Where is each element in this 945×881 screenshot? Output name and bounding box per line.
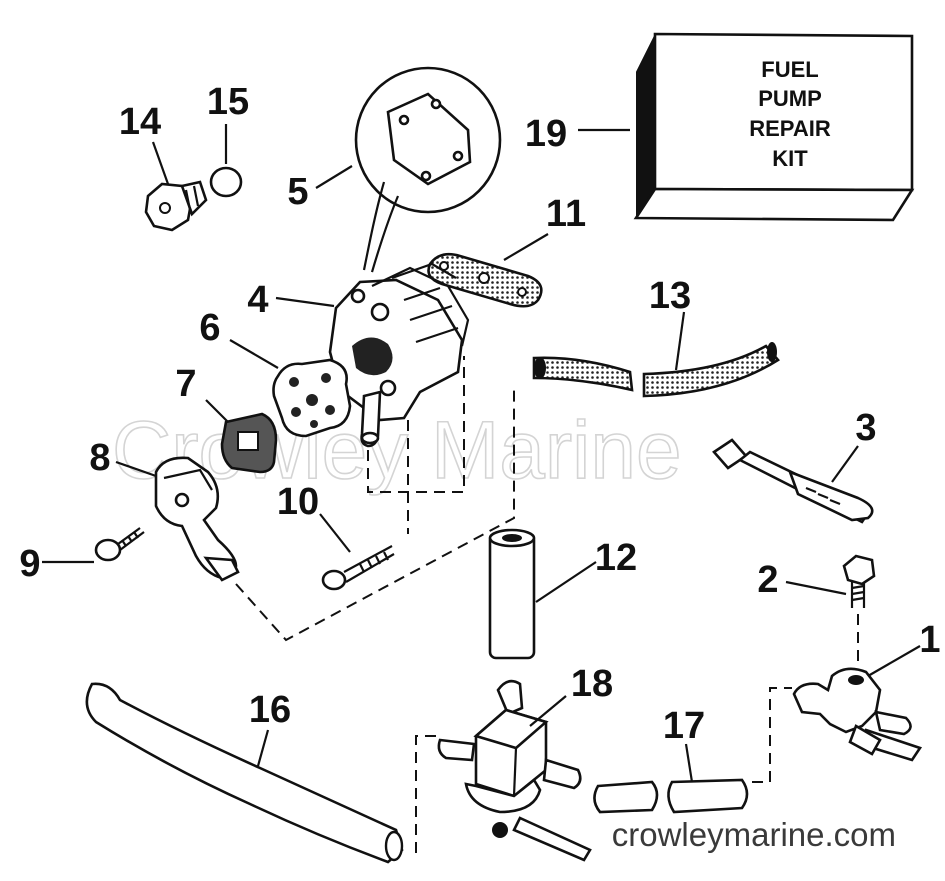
part-7-diaphragm-gasket — [220, 412, 278, 474]
kit-label-line-3: REPAIR — [749, 116, 831, 141]
kit-label-line-4: KIT — [772, 146, 808, 171]
callout-19: 19 — [525, 113, 567, 155]
leader-lines — [42, 124, 921, 783]
callout-8: 8 — [89, 437, 110, 479]
callout-17: 17 — [663, 705, 705, 747]
callout-16: 16 — [249, 689, 291, 731]
part-12-filter-sleeve — [488, 528, 536, 660]
part-14-plug — [144, 180, 208, 232]
callout-1: 1 — [919, 619, 940, 661]
part-6-valve-plate — [272, 358, 352, 438]
part-19-repair-kit-box: FUEL PUMP REPAIR KIT — [633, 32, 915, 222]
callout-2: 2 — [757, 559, 778, 601]
part-8-pump-cover — [154, 456, 240, 582]
callout-15: 15 — [207, 81, 249, 123]
part-1-shutoff-valve — [792, 667, 923, 762]
part-17-short-hoses — [593, 778, 749, 814]
part-15-check-ball — [209, 166, 243, 198]
part-3-tie-strap — [712, 438, 874, 524]
callout-14: 14 — [119, 101, 161, 143]
callout-7: 7 — [175, 363, 196, 405]
callout-12: 12 — [595, 537, 637, 579]
callout-6: 6 — [199, 307, 220, 349]
part-4-pump-body — [328, 262, 470, 448]
callout-4: 4 — [247, 279, 268, 321]
part-5-gasket-detail — [354, 66, 502, 273]
callout-9: 9 — [19, 543, 40, 585]
part-16-fuel-line — [85, 682, 404, 864]
callout-10: 10 — [277, 481, 319, 523]
callout-11: 11 — [546, 193, 586, 235]
part-9-screw — [94, 527, 145, 562]
callout-13: 13 — [649, 275, 691, 317]
callout-18: 18 — [571, 663, 613, 705]
part-18-fuel-filter — [437, 679, 592, 862]
kit-label-line-2: PUMP — [758, 86, 822, 111]
kit-label-line-1: FUEL — [761, 57, 818, 82]
part-2-bolt — [842, 554, 876, 608]
assembly-dashed-lines — [235, 356, 859, 858]
callout-3: 3 — [855, 407, 876, 449]
part-10-screw — [321, 545, 395, 591]
footer-url: crowleymarine.com — [612, 816, 896, 853]
callout-5: 5 — [287, 171, 308, 213]
part-11-gasket-strip — [427, 252, 543, 308]
part-13-fuel-hose — [532, 342, 780, 398]
